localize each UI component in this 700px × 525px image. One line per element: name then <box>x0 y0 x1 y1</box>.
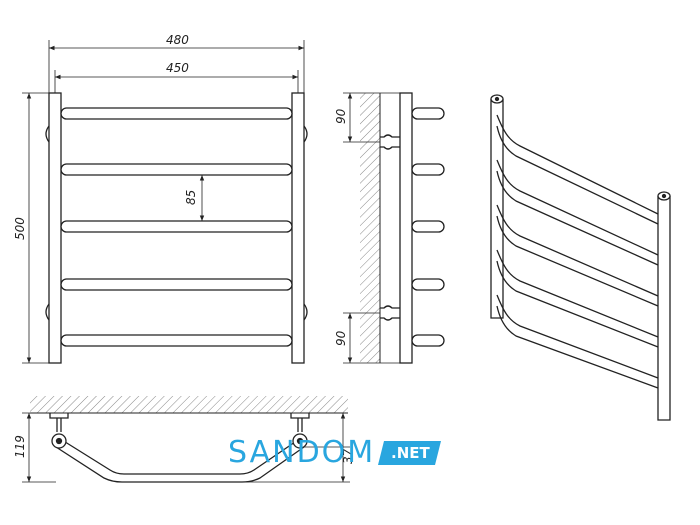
iso-rung-3 <box>496 204 659 307</box>
logo-net-badge: .NET <box>378 441 441 465</box>
mount-bottom-right <box>303 303 308 321</box>
dim-bottom-mount-offset: 90 <box>334 330 348 346</box>
dim-wall-clearance: 37 <box>341 448 355 464</box>
dim-overall-width: 480 <box>166 33 189 47</box>
mount-top-left <box>45 125 50 143</box>
iso-rung-2 <box>496 159 659 266</box>
side-mount-top <box>380 134 400 150</box>
front-dimensions <box>22 40 305 364</box>
iso-right-post <box>657 196 671 421</box>
isometric-view <box>490 94 671 421</box>
top-wall-hatch <box>30 396 348 413</box>
sandom-logo: SANDOM .NET <box>228 435 441 470</box>
dim-top-mount-offset: 90 <box>334 108 348 124</box>
side-rung-2 <box>411 163 445 176</box>
dim-pipe-spacing-width: 450 <box>166 61 189 75</box>
wall-hatch <box>360 93 380 363</box>
logo-net-text: .NET <box>391 444 430 462</box>
rung-1 <box>60 107 293 120</box>
iso-left-post <box>490 99 504 319</box>
side-rung-5 <box>411 334 445 347</box>
dim-rung-pitch: 85 <box>184 190 198 205</box>
iso-rungs <box>496 114 659 389</box>
side-rung-4 <box>411 278 445 291</box>
rung-3 <box>60 220 293 233</box>
side-mount-bottom <box>380 305 400 321</box>
rung-4 <box>60 278 293 291</box>
mount-top-right <box>303 125 308 143</box>
rung-5 <box>60 334 293 347</box>
side-view: 90 90 <box>334 92 445 364</box>
top-rung-profile <box>61 439 299 475</box>
right-post <box>291 92 305 364</box>
iso-rung-1 <box>496 114 659 225</box>
side-post <box>399 92 413 364</box>
top-view: 119 37 <box>13 396 355 483</box>
rungs <box>60 107 293 347</box>
front-view <box>45 92 308 364</box>
dim-depth: 119 <box>13 435 27 458</box>
dim-height: 500 <box>13 217 27 240</box>
top-mount-right <box>290 413 310 432</box>
iso-rung-5 <box>496 294 659 389</box>
iso-rung-4 <box>496 249 659 348</box>
mount-bottom-left <box>45 303 50 321</box>
left-post <box>48 92 62 364</box>
logo-word: SANDOM <box>228 435 376 470</box>
side-rung-3 <box>411 220 445 233</box>
side-rung-1 <box>411 107 445 120</box>
top-mount-left <box>49 413 69 432</box>
rung-2 <box>60 163 293 176</box>
